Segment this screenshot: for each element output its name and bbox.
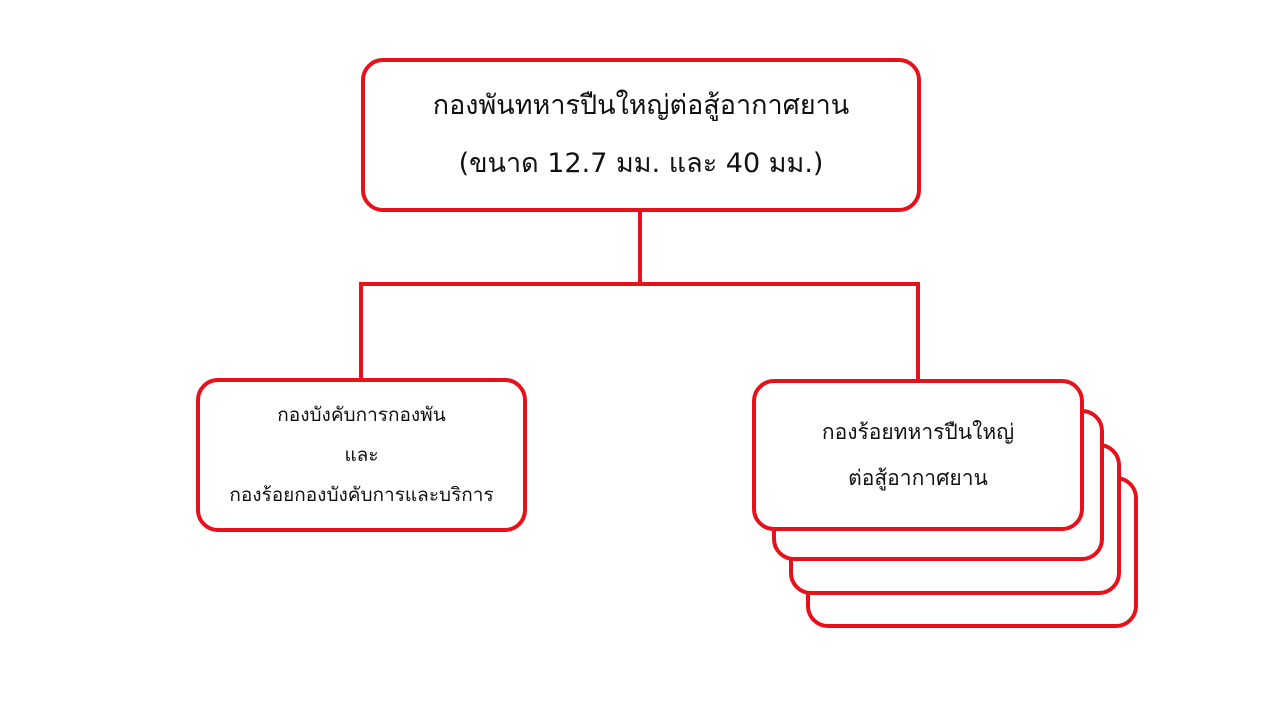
- battery-node: กองร้อยทหารปืนใหญ่ ต่อสู้อากาศยาน: [752, 379, 1084, 531]
- battery-line2: ต่อสู้อากาศยาน: [848, 466, 988, 490]
- hq-line2: และ: [344, 444, 379, 466]
- hq-node: กองบังคับการกองพัน และ กองร้อยกองบังคับก…: [196, 378, 527, 532]
- root-title: กองพันทหารปืนใหญ่ต่อสู้อากาศยาน: [432, 90, 850, 121]
- root-subtitle: (ขนาด 12.7 มม. และ 40 มม.): [458, 148, 824, 179]
- hq-line3: กองร้อยกองบังคับการและบริการ: [229, 484, 494, 506]
- root-node: กองพันทหารปืนใหญ่ต่อสู้อากาศยาน (ขนาด 12…: [361, 58, 921, 212]
- battery-line1: กองร้อยทหารปืนใหญ่: [821, 420, 1015, 444]
- hq-line1: กองบังคับการกองพัน: [277, 404, 446, 426]
